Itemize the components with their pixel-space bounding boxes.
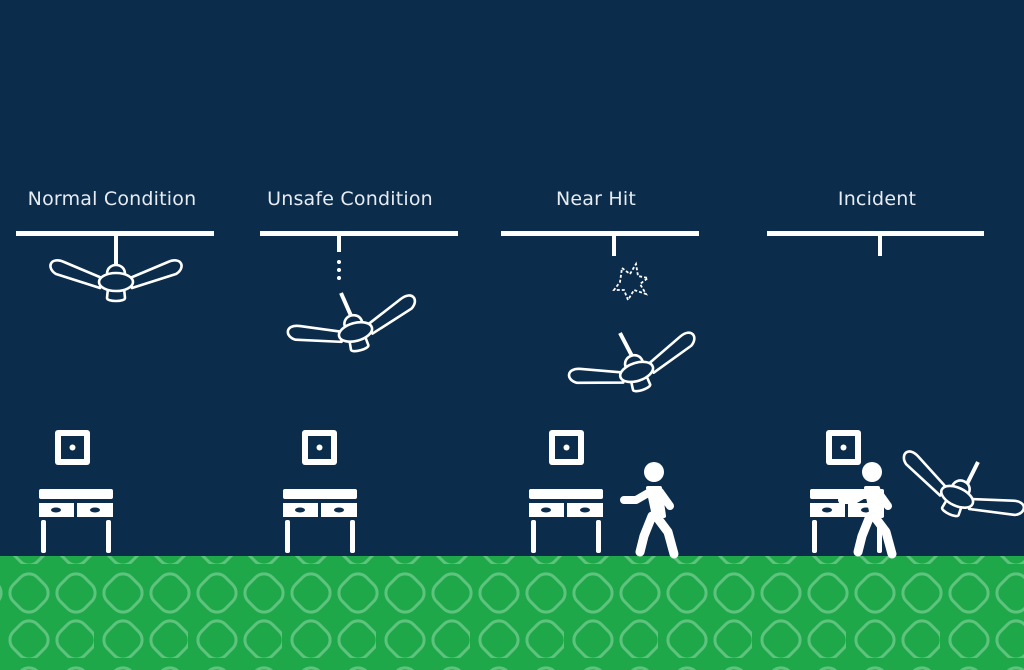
console-table-icon xyxy=(529,489,603,553)
ceiling-line-near-hit xyxy=(501,231,699,236)
picture-frame-icon xyxy=(55,430,90,465)
picture-frame-icon xyxy=(302,430,337,465)
picture-frame-icon xyxy=(549,430,584,465)
stage-label-unsafe: Unsafe Condition xyxy=(267,188,433,210)
console-table-icon xyxy=(283,489,357,553)
impact-burst-icon xyxy=(612,261,651,303)
ceiling-fan-icon xyxy=(888,448,1024,544)
ceiling-fan-icon xyxy=(49,259,183,303)
ceiling-line-normal xyxy=(16,231,214,236)
ceiling-line-unsafe xyxy=(260,231,458,236)
stage-label-incident: Incident xyxy=(837,188,917,210)
floor xyxy=(0,556,1024,670)
ceiling-line-incident xyxy=(767,231,984,236)
ceiling-fan-icon xyxy=(566,329,707,412)
picture-frame-icon xyxy=(826,430,861,465)
stage-label-normal: Normal Condition xyxy=(27,188,197,210)
ceiling-fan-icon xyxy=(285,292,426,369)
console-table-icon xyxy=(39,489,113,553)
walking-person-icon xyxy=(624,462,674,554)
stage-label-near-hit: Near Hit xyxy=(555,188,636,210)
